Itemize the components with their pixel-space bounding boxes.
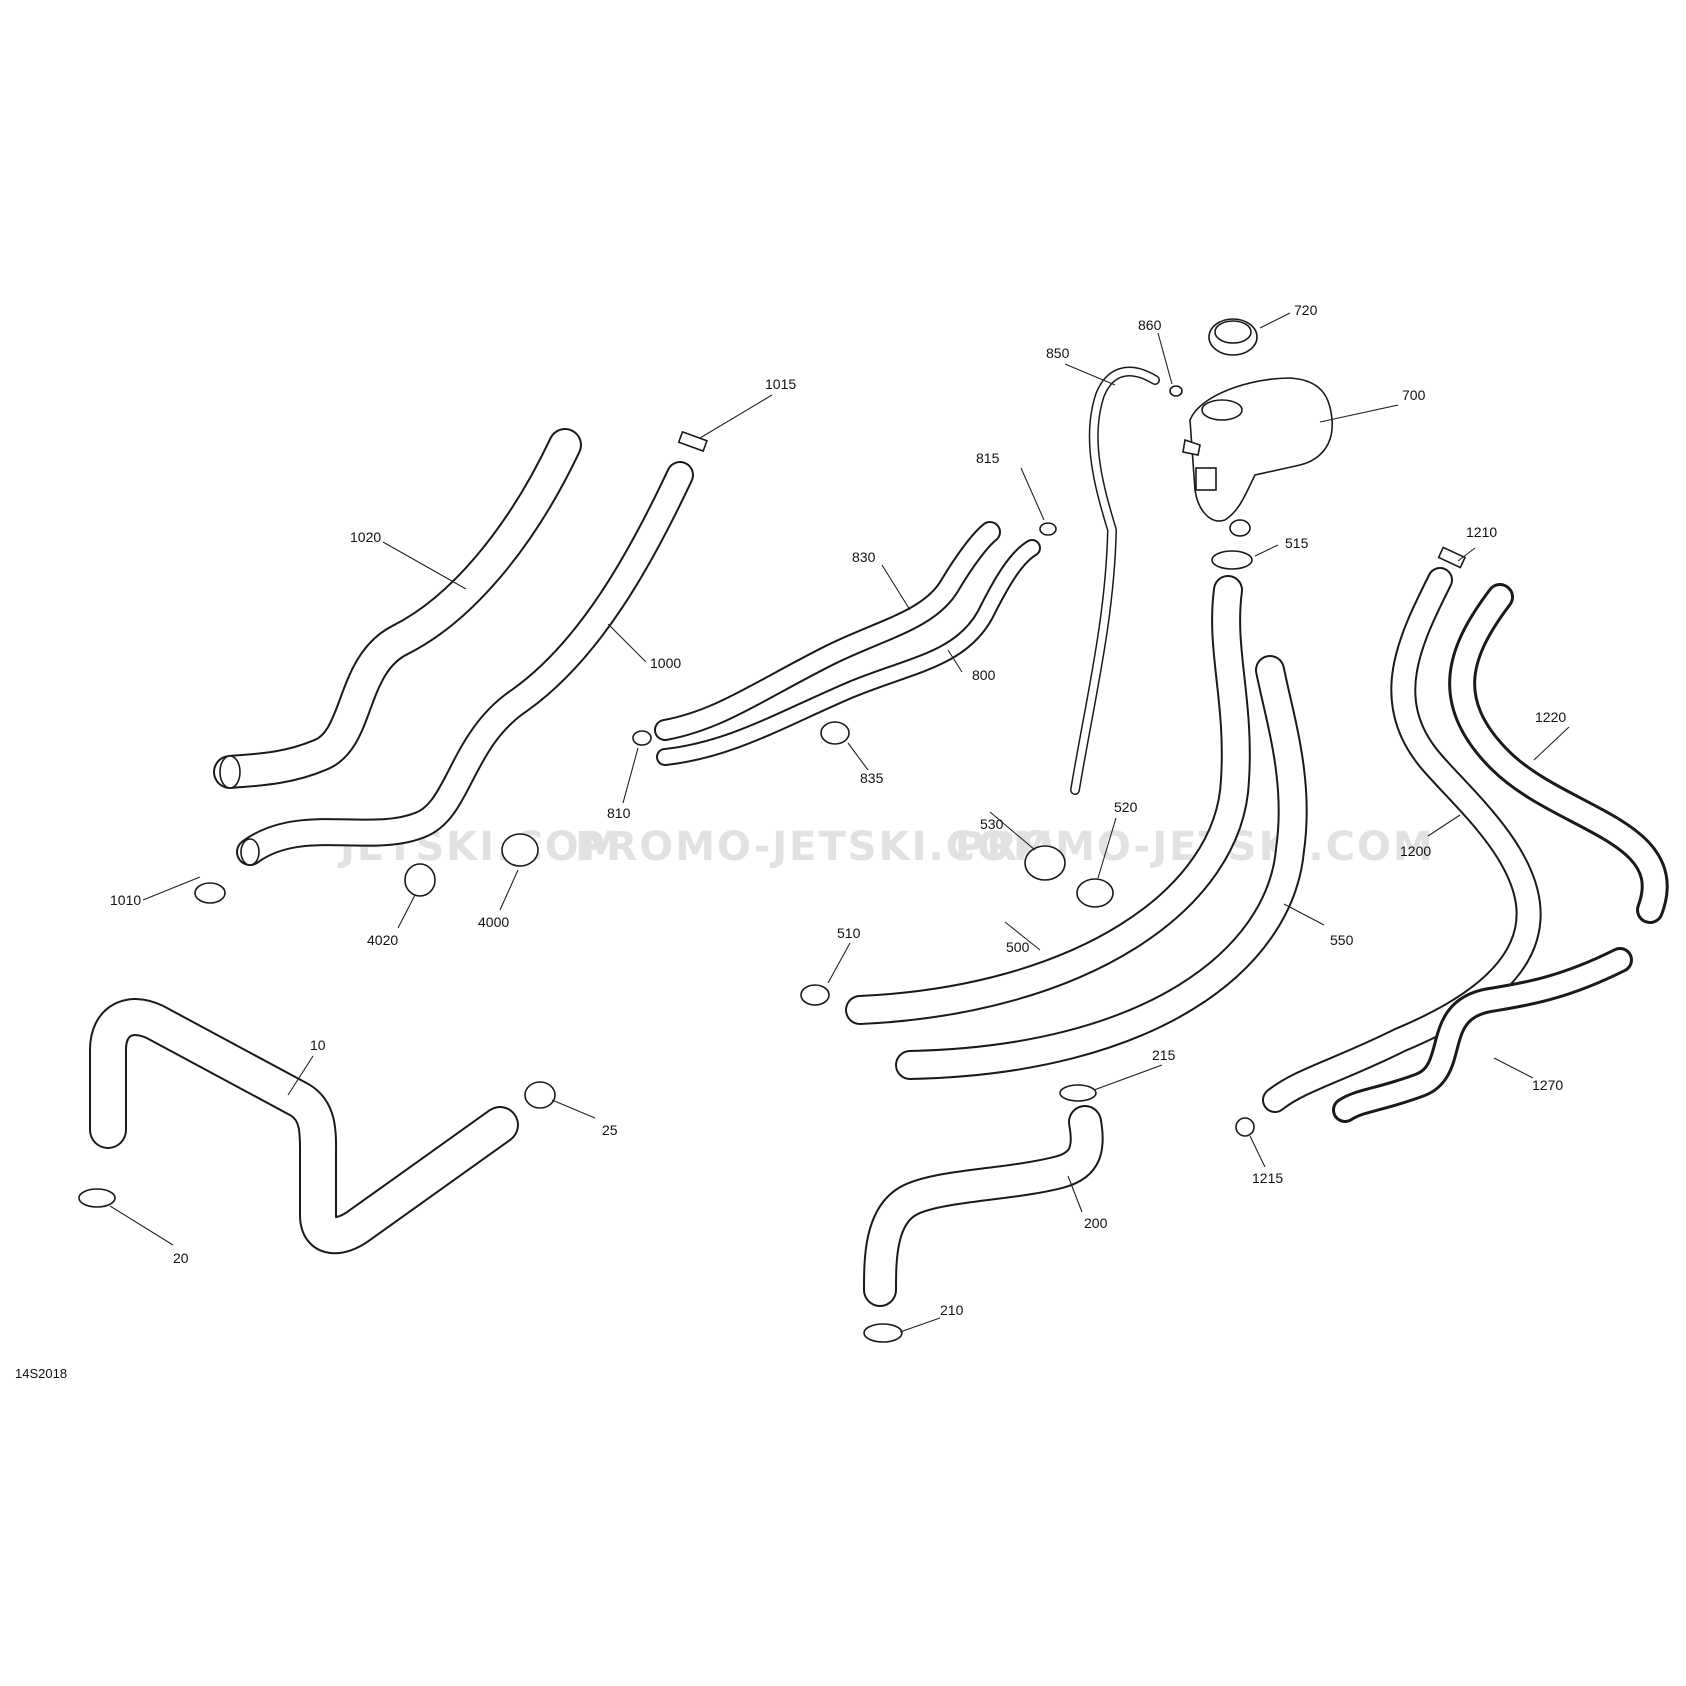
clamp-510 bbox=[800, 984, 830, 1006]
callout-515: 515 bbox=[1285, 535, 1309, 551]
callout-850: 850 bbox=[1046, 345, 1070, 361]
callout-20: 20 bbox=[173, 1250, 189, 1266]
clamp-530 bbox=[1024, 845, 1066, 881]
callout-800: 800 bbox=[972, 667, 996, 683]
fitting-1015 bbox=[677, 430, 708, 453]
hose-1000 bbox=[236, 461, 694, 866]
clamp-815 bbox=[1039, 522, 1057, 536]
callout-200: 200 bbox=[1084, 1215, 1108, 1231]
hose-200 bbox=[863, 1105, 1104, 1307]
clamp-1215 bbox=[1235, 1117, 1255, 1137]
callout-700: 700 bbox=[1402, 387, 1426, 403]
hose-800 bbox=[656, 539, 1041, 766]
hose-1220 bbox=[1448, 583, 1669, 924]
callout-510: 510 bbox=[837, 925, 861, 941]
callout-810: 810 bbox=[607, 805, 631, 821]
cap-720 bbox=[1208, 318, 1258, 356]
callout-835: 835 bbox=[860, 770, 884, 786]
clamp-4000 bbox=[501, 833, 539, 867]
callout-550: 550 bbox=[1330, 932, 1354, 948]
callout-1215: 1215 bbox=[1252, 1170, 1283, 1186]
clamp-520 bbox=[1076, 878, 1114, 908]
callout-720: 720 bbox=[1294, 302, 1318, 318]
clamp-835 bbox=[820, 721, 850, 745]
callout-10: 10 bbox=[310, 1037, 326, 1053]
hose-1200 bbox=[1262, 567, 1542, 1113]
callout-530: 530 bbox=[980, 816, 1004, 832]
callout-520: 520 bbox=[1114, 799, 1138, 815]
clamp-810 bbox=[632, 730, 652, 746]
callout-815: 815 bbox=[976, 450, 1000, 466]
clamp-860 bbox=[1169, 385, 1183, 397]
callout-830: 830 bbox=[852, 549, 876, 565]
fitting-1210 bbox=[1437, 546, 1467, 569]
clamp-20 bbox=[78, 1188, 116, 1208]
leader-lines bbox=[109, 312, 1570, 1333]
callout-1270: 1270 bbox=[1532, 1077, 1563, 1093]
hose-550 bbox=[895, 655, 1308, 1080]
callout-4020: 4020 bbox=[367, 932, 398, 948]
clamp-4020 bbox=[404, 863, 436, 897]
callout-210: 210 bbox=[940, 1302, 964, 1318]
hose-1020 bbox=[213, 428, 582, 789]
diagram-code: 14S2018 bbox=[15, 1366, 67, 1381]
callout-4000: 4000 bbox=[478, 914, 509, 930]
callout-215: 215 bbox=[1152, 1047, 1176, 1063]
callout-25: 25 bbox=[602, 1122, 618, 1138]
callout-1015: 1015 bbox=[765, 376, 796, 392]
clamp-515 bbox=[1211, 550, 1253, 570]
callout-1210: 1210 bbox=[1466, 524, 1497, 540]
callout-1020: 1020 bbox=[350, 529, 381, 545]
hose-1270 bbox=[1332, 947, 1633, 1123]
callout-1220: 1220 bbox=[1535, 709, 1566, 725]
clamp-1010 bbox=[194, 882, 226, 904]
clamp-25 bbox=[524, 1081, 556, 1109]
callout-1000: 1000 bbox=[650, 655, 681, 671]
callout-1200: 1200 bbox=[1400, 843, 1431, 859]
hose-850 bbox=[1070, 366, 1160, 795]
watermark-2: PROMO-JETSKI.COM bbox=[575, 824, 1055, 870]
hose-830 bbox=[654, 521, 1001, 741]
callout-1010: 1010 bbox=[110, 892, 141, 908]
callout-500: 500 bbox=[1006, 939, 1030, 955]
clamp-210 bbox=[863, 1323, 903, 1343]
hose-10 bbox=[89, 998, 519, 1255]
clamp-215 bbox=[1059, 1084, 1097, 1102]
reservoir-700 bbox=[1182, 377, 1333, 537]
hose-500 bbox=[845, 575, 1251, 1025]
callout-860: 860 bbox=[1138, 317, 1162, 333]
